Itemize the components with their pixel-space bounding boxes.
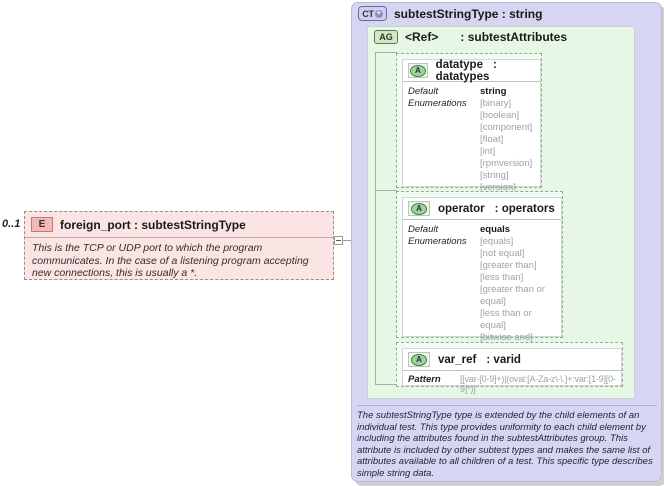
attribute-facet-labels: Default Enumerations [408,86,480,194]
attribute-header: A var_ref: varid [403,349,621,371]
attribute-type: varid [493,353,521,366]
attribute-separator: : [492,58,497,71]
attribute-box-var-ref[interactable]: A var_ref: varid Pattern [[var-[0-9]+)|(… [396,342,623,394]
enumeration-item: [bitwise and] [480,332,533,343]
tree-branch-line [375,190,397,191]
attribute-group-badge-icon: AG [374,30,398,44]
attribute-separator: : [486,353,491,366]
attribute-name: datatype [435,58,483,71]
label-default: Default [408,224,439,235]
attribute-facet-labels: Default Enumerations [408,224,480,368]
enumeration-item: [version] [480,182,516,193]
attribute-group-header: AG <Ref> : subtestAttributes [374,30,567,44]
complex-type-header: CT+ subtestStringType : string [358,6,542,21]
enumeration-item: [less than] [480,272,524,283]
enumeration-item: [boolean] [480,110,520,121]
attribute-inner-panel: A datatype: datatypes Default Enumeratio… [402,59,541,193]
tree-branch-line [375,384,397,385]
default-value: equals [480,224,511,235]
cardinality-label: 0..1 [2,218,21,230]
default-value: string [480,86,507,97]
attribute-badge-icon: A [411,202,427,215]
enumeration-item: [greater than or equal] [480,284,545,307]
complex-type-documentation: The subtestStringType type is extended b… [357,410,653,479]
attribute-inner-panel: A operator: operators Default Enumeratio… [402,197,562,367]
attribute-inner-panel: A var_ref: varid Pattern [[var-[0-9]+)|(… [402,348,622,394]
enumeration-item: [rpmversion] [480,158,533,169]
element-box-foreign-port[interactable]: E foreign_port : subtestStringType This … [24,211,334,280]
attribute-title: datatype: datatypes [436,59,540,83]
attribute-box-operator[interactable]: A operator: operators Default Enumeratio… [396,191,563,367]
tree-trunk-line [375,52,376,384]
attribute-type: datatypes [435,70,490,83]
connector-line [343,240,357,241]
attribute-badge-icon: A [411,353,427,366]
attribute-badge-frame: A [408,201,430,216]
element-documentation: This is the TCP or UDP port to which the… [32,242,309,279]
attribute-box-datatype[interactable]: A datatype: datatypes Default Enumeratio… [396,53,542,193]
plus-icon: + [374,9,383,18]
label-default: Default [408,86,439,97]
attribute-badge-icon: A [409,64,426,77]
tree-branch-line [375,52,397,53]
attribute-body: Default Enumerations string [binary] [bo… [403,82,540,199]
label-pattern: Pattern [408,374,441,385]
attribute-name: var_ref [438,353,477,366]
element-badge-icon: E [31,217,53,232]
enumeration-item: [not equal] [480,248,525,259]
element-header: E foreign_port : subtestStringType [25,212,333,238]
complex-type-badge-label: CT [362,8,374,19]
attribute-badge-frame: A [408,63,428,78]
attribute-separator: : [494,202,499,215]
expand-collapse-toggle[interactable] [334,236,343,245]
enumeration-item: [float] [480,134,504,145]
attribute-title: var_ref: varid [438,354,521,366]
attribute-facet-values: string [binary] [boolean] [component] [f… [480,86,532,194]
attribute-body: Pattern [[var-[0-9]+)|(oval:[A-Za-z\-\.]… [403,371,621,398]
attribute-header: A datatype: datatypes [403,59,540,83]
attribute-group-ref: <Ref> [405,30,439,44]
attribute-header: A operator: operators [403,198,561,220]
label-enumerations: Enumerations [408,236,467,247]
attribute-name: operator [438,202,485,215]
enumeration-item: [string] [480,170,509,181]
attribute-group-type: : subtestAttributes [460,30,568,44]
complex-type-badge-icon: CT+ [358,6,387,21]
enumeration-item: [int] [480,146,496,157]
attribute-badge-frame: A [408,352,430,367]
label-enumerations: Enumerations [408,98,467,109]
element-title: foreign_port : subtestStringType [60,217,246,232]
enumeration-item: [less than or equal] [480,308,532,331]
attribute-title: operator: operators [438,203,555,215]
enumeration-item: [binary] [480,98,512,109]
enumeration-item: [component] [480,122,533,133]
attribute-type: operators [501,202,555,215]
enumeration-item: [greater than] [480,260,537,271]
complex-type-title: subtestStringType : string [394,6,543,21]
pattern-value: [[var-[0-9]+)|(oval:[A-Za-z\-\.]+:var:[1… [460,374,616,394]
documentation-divider [357,405,657,406]
minus-icon [336,240,341,241]
enumeration-item: [equals] [480,236,514,247]
